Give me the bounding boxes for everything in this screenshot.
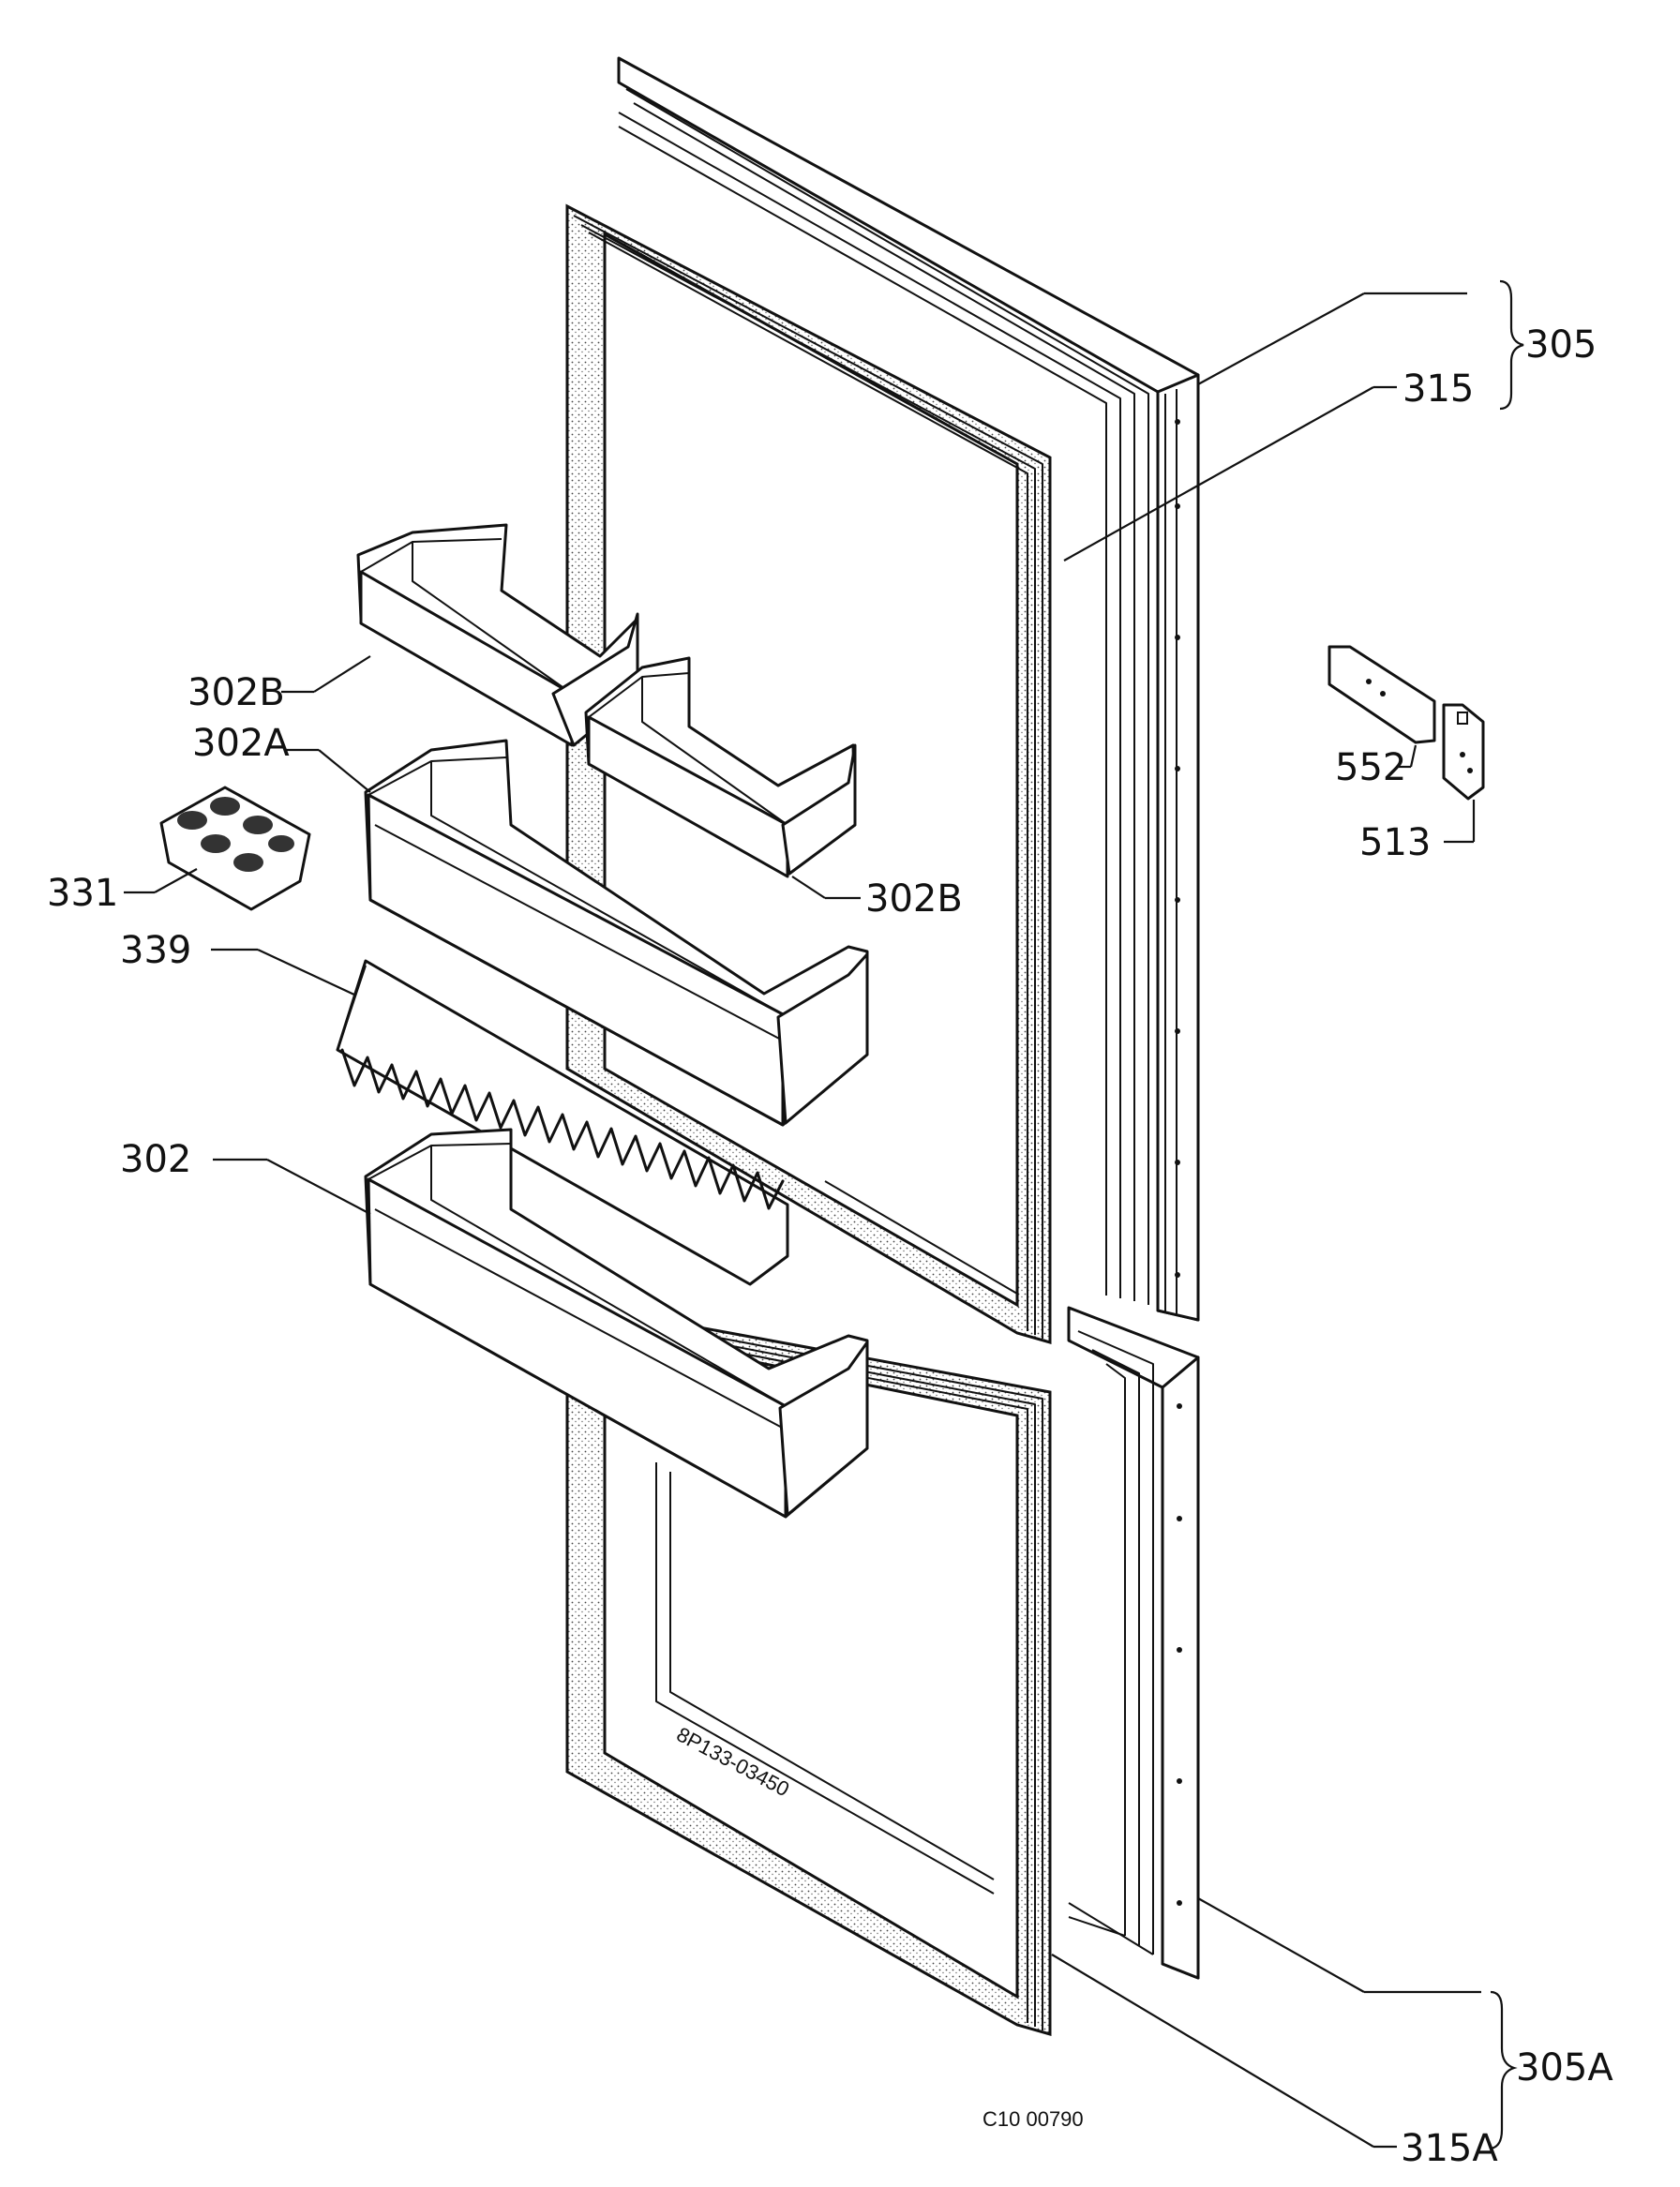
- door-shelf-302a: [364, 739, 869, 1127]
- label-305a: 305A: [1516, 2046, 1613, 2090]
- egg-tray-331: [159, 786, 311, 911]
- hinge-plate-552: [1328, 645, 1436, 744]
- label-331: 331: [47, 872, 118, 915]
- hinge-bracket-513: [1442, 703, 1485, 801]
- label-302: 302: [120, 1138, 191, 1181]
- door-shelf-302b-upper: [356, 523, 639, 747]
- lower-door-outer-panel: [1067, 1306, 1200, 1980]
- frame-stamp-text: 8P133-03450: [673, 1722, 793, 1801]
- panel-edge-holes: [1175, 419, 1180, 1278]
- upper-door-outer-panel: [617, 56, 1200, 1322]
- separator-teeth: [340, 1048, 785, 1210]
- label-315: 315: [1402, 367, 1474, 411]
- part-labels: 305 315 302B 302A 331 302B 339 302 552 5…: [47, 323, 1613, 2170]
- label-305: 305: [1525, 323, 1597, 367]
- leader-lines: [124, 279, 1524, 2150]
- door-shelf-302b-right: [584, 656, 857, 878]
- bottle-separator-339: [336, 959, 789, 1286]
- label-552: 552: [1335, 746, 1406, 789]
- lower-door-gasket: [565, 1301, 1052, 2036]
- label-339: 339: [120, 929, 191, 972]
- label-302a: 302A: [192, 722, 290, 765]
- reference-code: C10 00790: [982, 2107, 1084, 2131]
- lower-panel-edge-holes: [1177, 1403, 1182, 1906]
- upper-door-gasket: [565, 203, 1052, 1344]
- door-shelf-302: [364, 1128, 869, 1519]
- label-315a: 315A: [1401, 2127, 1498, 2170]
- label-513: 513: [1359, 821, 1431, 864]
- label-302b-upper: 302B: [188, 671, 285, 714]
- label-302b-right: 302B: [865, 877, 963, 921]
